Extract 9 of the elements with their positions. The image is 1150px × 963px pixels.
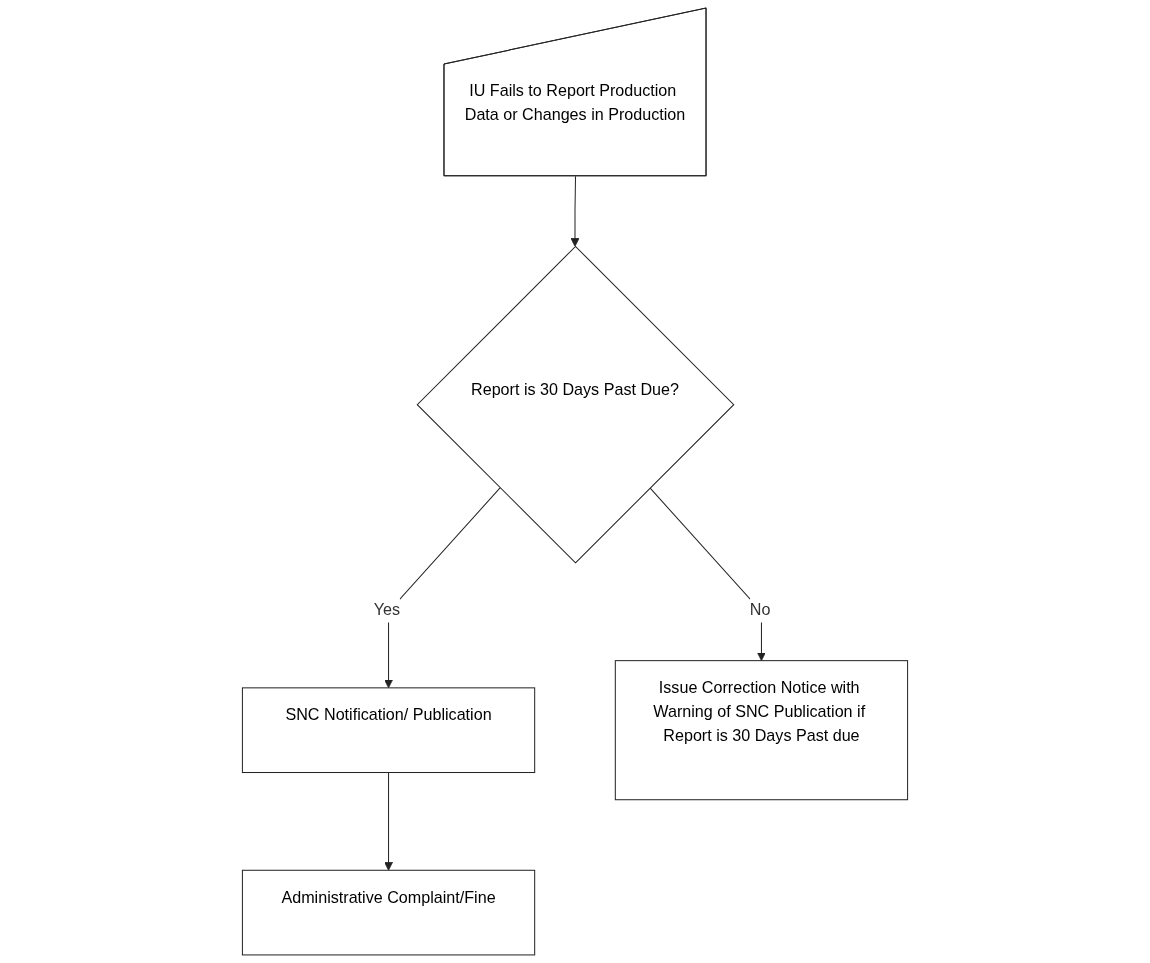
node-box: Administrative Complaint/Fine <box>241 869 536 956</box>
node-box: SNC Notification/ Publication <box>241 687 536 774</box>
edge-label: Yes <box>373 601 401 619</box>
arrow <box>384 487 501 689</box>
edge-label: No <box>749 601 771 619</box>
node-box: Issue Correction Notice with Warning of SNC Publication if Report is 30 Days Past due <box>614 660 909 801</box>
arrow <box>384 772 393 871</box>
node-diamond: Report is 30 Days Past Due? <box>416 245 735 564</box>
arrow <box>570 175 580 247</box>
